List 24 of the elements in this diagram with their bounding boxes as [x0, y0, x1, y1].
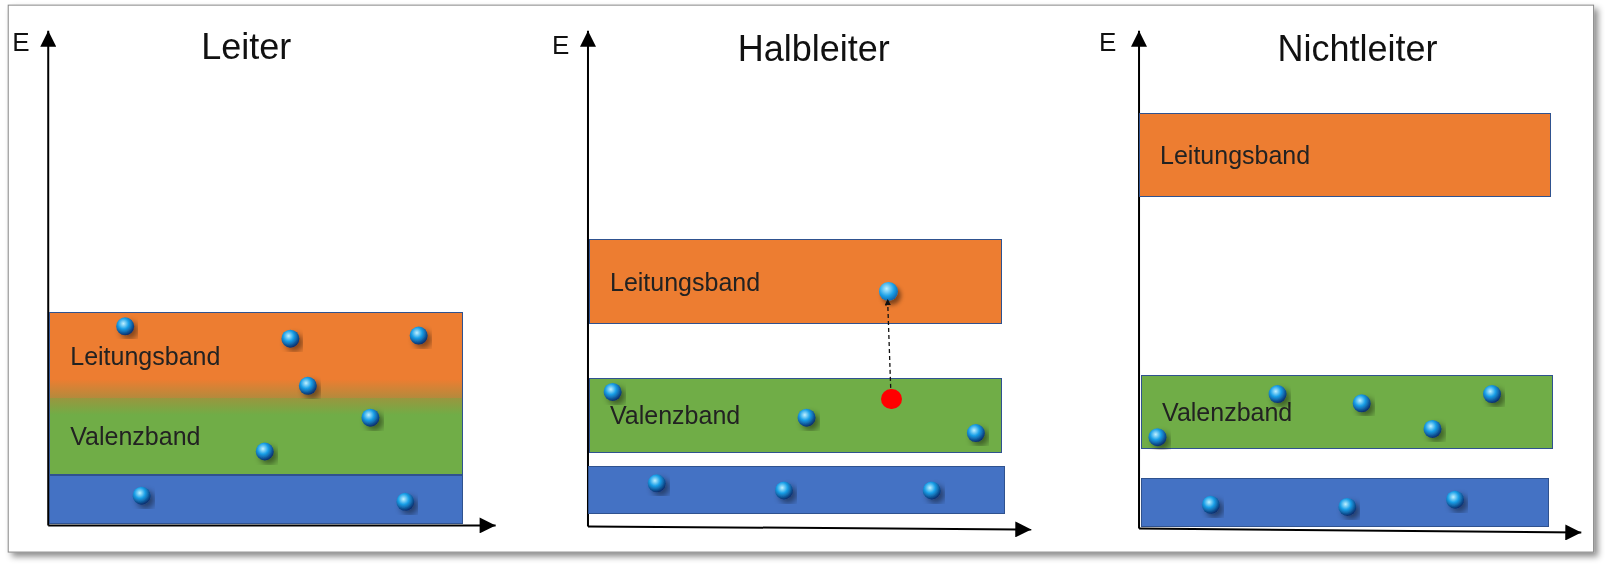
core-band: [1141, 478, 1550, 528]
valence-band: [1141, 374, 1553, 450]
panel-title: Leiter: [201, 28, 292, 65]
valence-band: [589, 377, 1002, 453]
band-label: Valenzband: [610, 402, 741, 428]
panel-title: Nichtleiter: [1277, 30, 1438, 67]
core-band: [587, 465, 1005, 515]
axis-label: E: [552, 31, 570, 58]
conduction-band: [589, 239, 1002, 325]
conduction-band: [49, 311, 463, 399]
valence-band: [49, 398, 463, 476]
band-label: Valenzband: [70, 423, 201, 449]
transition-arrow: [884, 299, 892, 389]
band-label: Leitungsband: [70, 343, 221, 369]
axis-label: E: [1099, 28, 1117, 55]
band-label: Leitungsband: [610, 269, 761, 295]
electron-icon: [879, 282, 898, 301]
panel-title: Halbleiter: [737, 30, 890, 67]
band-label: Valenzband: [1162, 399, 1293, 425]
axis-label: E: [12, 28, 30, 55]
core-band: [49, 475, 463, 525]
conduction-band: [1139, 112, 1551, 197]
band-label: Leitungsband: [1160, 142, 1311, 168]
hole-dot: [881, 388, 902, 410]
